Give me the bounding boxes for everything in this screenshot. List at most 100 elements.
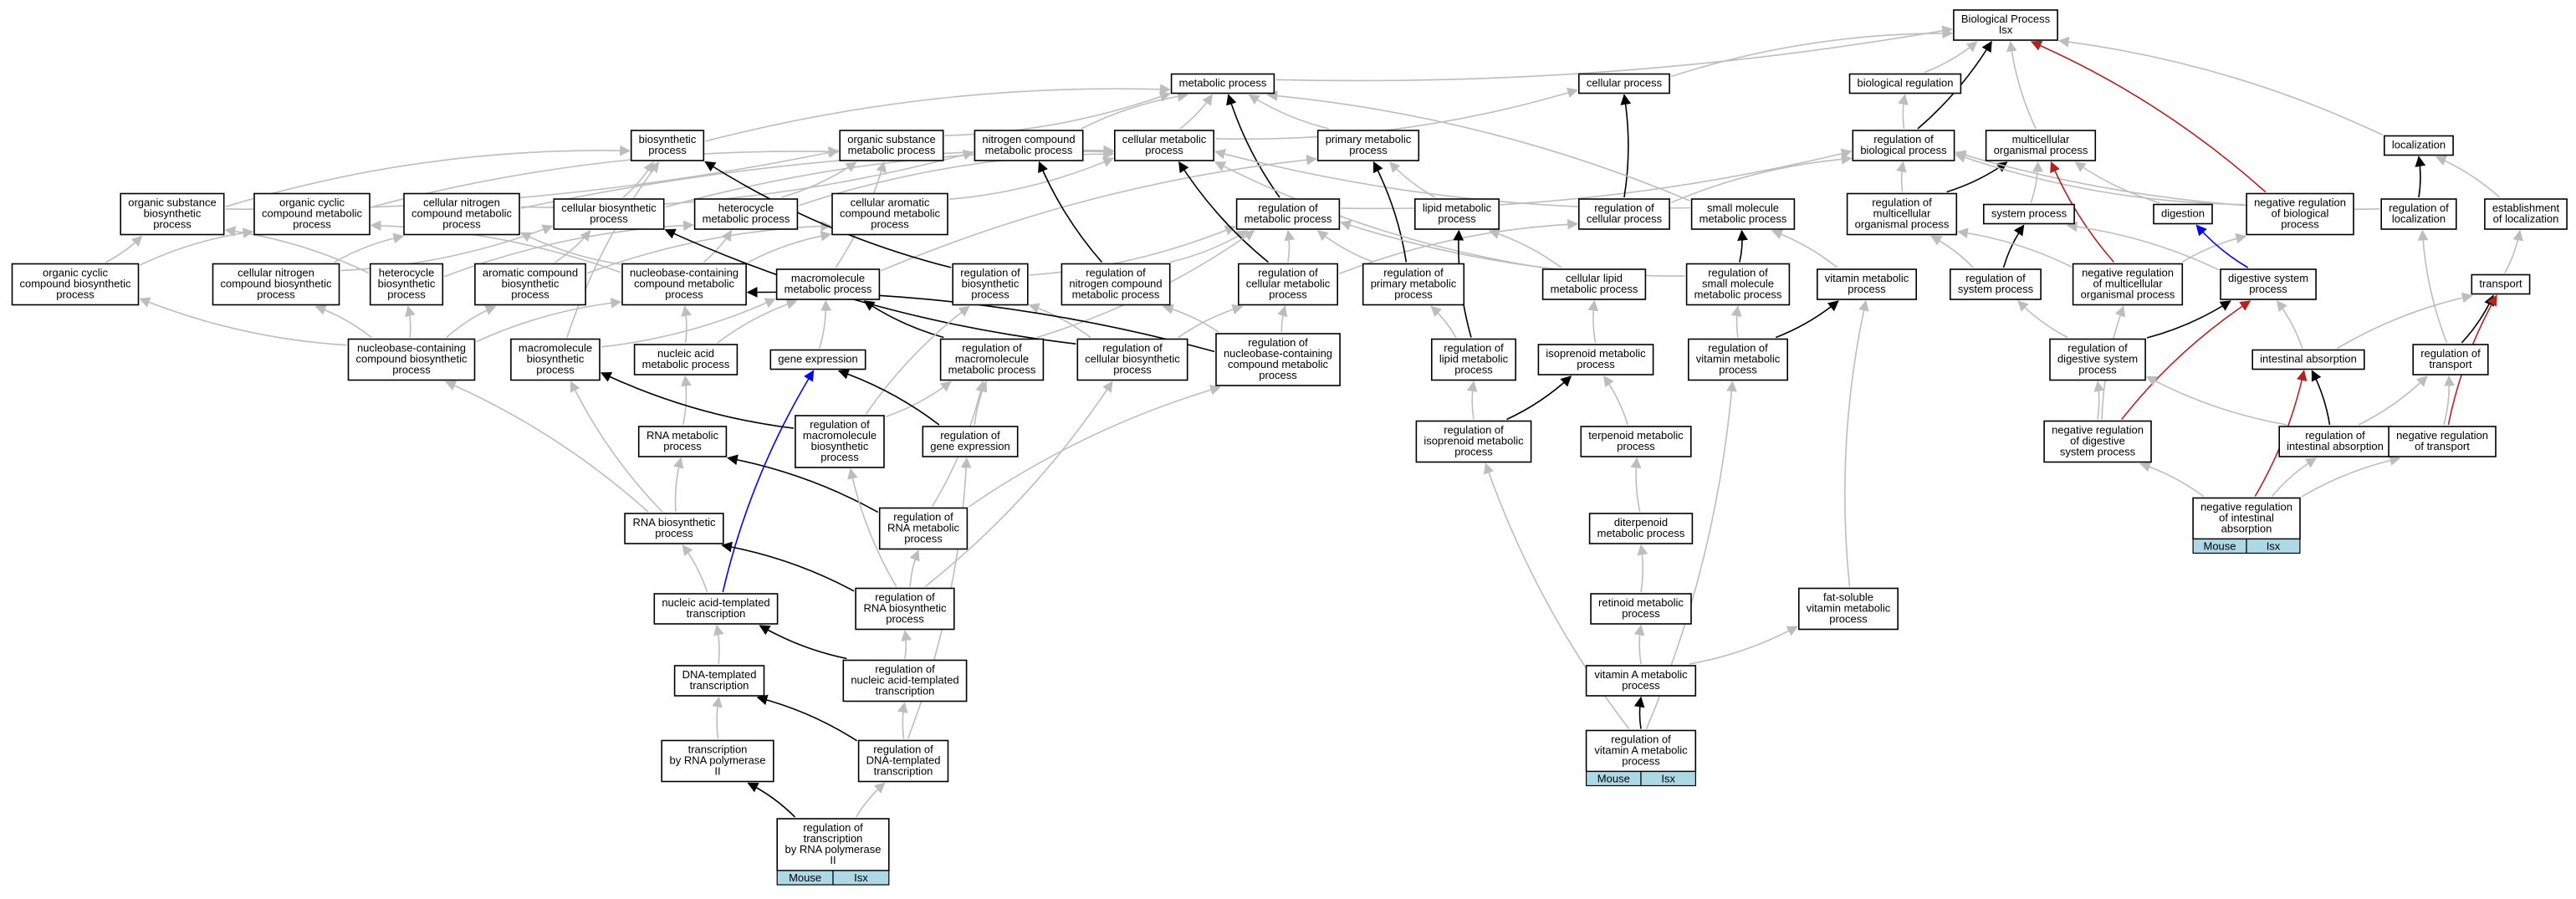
node-label-line: terpenoid metabolic	[1588, 429, 1684, 442]
go-term-node-loc[interactable]: localization	[2384, 135, 2454, 156]
node-label-line: biosynthetic	[502, 278, 560, 290]
go-term-node-trans[interactable]: transport	[2471, 273, 2531, 295]
go-term-node-rmbp[interactable]: regulation ofmacromoleculebiosyntheticpr…	[795, 415, 885, 468]
go-term-node-bioreg[interactable]: biological regulation	[1848, 73, 1962, 94]
go-term-node-rnbcmp[interactable]: regulation ofnucleobase-containingcompou…	[1215, 333, 1341, 386]
node-label-line: process	[904, 533, 943, 545]
edge-is-a-acbp-to-cbp	[555, 230, 591, 263]
edge-is-a-loc-to-bp	[2057, 36, 2384, 136]
node-label-line: transcription	[687, 607, 746, 620]
go-term-node-met[interactable]: metabolic process	[1170, 73, 1275, 94]
edge-is-a-nria-to-nrdsp	[2139, 462, 2205, 498]
edge-regulates-rge-to-ge	[837, 369, 940, 426]
node-label-line: absorption	[2221, 523, 2272, 535]
node-label-line: compound metabolic	[634, 278, 734, 290]
go-term-node-cell[interactable]: cellular process	[1578, 73, 1670, 94]
go-term-node-ge[interactable]: gene expression	[769, 349, 866, 370]
node-box	[633, 344, 739, 375]
go-term-node-sysp[interactable]: system process	[1983, 203, 2075, 225]
edge-is-a-rrnabp-to-rmbp	[847, 467, 897, 587]
go-term-node-dig[interactable]: digestion	[2153, 203, 2213, 225]
edge-regulates-rdsp-to-dsp	[2146, 300, 2231, 339]
node-label-line: regulation of	[1086, 267, 1146, 279]
node-label-line: vitamin metabolic	[1696, 353, 1781, 365]
node-label-line: metabolic process	[1551, 283, 1638, 295]
node-label-line: system process	[1991, 207, 2067, 220]
go-term-node-ia[interactable]: intestinal absorption	[2251, 349, 2365, 370]
node-label-line: regulation of	[875, 591, 935, 604]
node-label-line: gene expression	[930, 440, 1009, 452]
